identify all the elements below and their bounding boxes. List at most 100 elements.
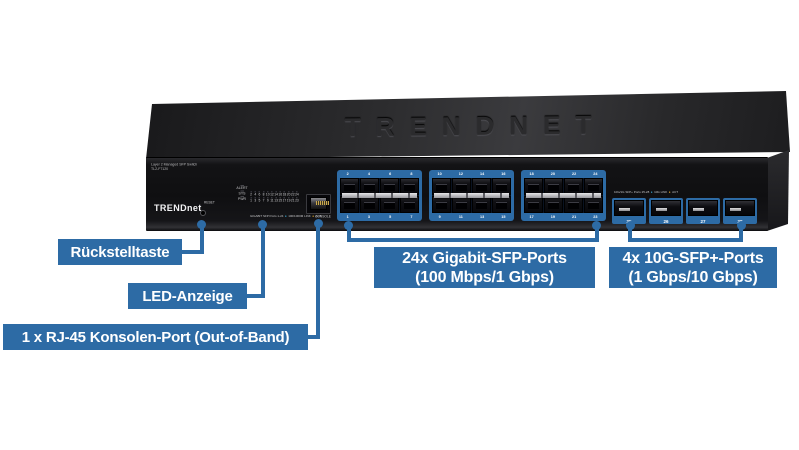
callout-dot-sfpplus-right: [737, 221, 746, 230]
port-led-icon: [283, 191, 286, 193]
sfp-plus-cage: [651, 200, 681, 216]
port-led-icon: [250, 191, 252, 193]
port-number-label: 12: [270, 193, 274, 197]
port-led-icon: [275, 197, 277, 199]
model-text: Layer 2 Managed SFP Switch TL2-F7120: [151, 163, 291, 180]
model-line1: Layer 2 Managed SFP Switch: [151, 163, 198, 167]
callout-sfpplus-line1: 4x 10G-SFP+-Ports: [622, 249, 764, 267]
brand-logo: TRENDnet: [154, 203, 202, 213]
port-led-icon: [291, 197, 294, 199]
sfp-plus-port-row: 25262728: [612, 198, 757, 224]
sfp-port-cage: [544, 196, 563, 213]
port-number-label: 23: [295, 199, 299, 203]
callout-line-console-h: [306, 335, 320, 339]
port-number-label: 12: [458, 171, 463, 177]
port-number-label: 2: [250, 193, 252, 197]
port-number-label: 4: [254, 193, 257, 197]
port-number-label: 16: [278, 193, 283, 197]
sfp-plus-port: 26: [649, 198, 683, 224]
port-led-icon: [279, 197, 281, 199]
sfp-port-cage: [584, 196, 603, 213]
callout-line-led-h: [246, 294, 265, 298]
port-number-label: 9: [438, 214, 441, 220]
callout-sfpplus-line2: (1 Gbps/10 Gbps): [628, 268, 758, 286]
port-number-label: 10: [437, 171, 442, 177]
caption-text: GIGABIT SFP Ports 1-24: [250, 215, 284, 218]
port-led-icon: [287, 197, 290, 199]
callout-sfp-line1: 24x Gigabit-SFP-Ports: [402, 249, 567, 267]
port-number-label: 4: [367, 171, 370, 177]
sfp-latch-bar-icon: [730, 208, 741, 211]
switch-side-face: [767, 150, 789, 231]
sfp-port-cage: [380, 178, 399, 195]
status-led-label: ALERT: [236, 186, 248, 191]
led-legend-dot-icon: ●: [668, 191, 671, 194]
callout-dot-sfpplus-left: [626, 221, 635, 230]
switch-front-panel: Layer 2 Managed SFP Switch TL2-F7120 TRE…: [146, 157, 768, 231]
port-number-label: 1: [250, 199, 252, 203]
rj45-jack: [310, 197, 329, 210]
port-number-label: 21: [572, 214, 577, 220]
port-number-label: 8: [262, 193, 265, 197]
port-number-label: 15: [278, 199, 283, 203]
port-number-label: 22: [572, 171, 577, 177]
caption-text: 100/1000M LINK: [288, 215, 311, 218]
callout-line-reset-h: [180, 250, 204, 254]
port-number-label: 21: [290, 199, 295, 203]
callout-dot-sfp-left: [344, 221, 353, 230]
callout-line-sfpplus-left: [628, 226, 632, 242]
port-number-label: 13: [480, 214, 485, 220]
port-led-icon: [254, 191, 256, 193]
callout-line-sfp-right: [595, 226, 599, 242]
caption-text: 10G/1G SFP+ Ports 25-28: [614, 191, 650, 194]
status-led-row: ALERT: [234, 185, 250, 190]
callout-dot-led: [258, 220, 267, 229]
sfp-latch-bar: [342, 193, 417, 198]
port-number-label: 15: [501, 214, 506, 220]
console-port: [306, 194, 331, 214]
sfp-port-cage: [380, 196, 399, 213]
sfp-port-cage: [452, 196, 471, 213]
callout-dot-reset: [197, 220, 206, 229]
port-led-icon: [271, 191, 273, 193]
port-number-label: 19: [550, 214, 555, 220]
sfp-bank-bottom-numbers: 9 11 13 15: [429, 213, 514, 221]
port-led-icon: [250, 197, 252, 199]
port-number-label: 11: [458, 214, 463, 220]
port-number-label: 26: [663, 218, 669, 224]
callout-led-label: LED-Anzeige: [128, 283, 247, 309]
port-number-label: 20: [286, 193, 291, 197]
port-number-label: 19: [286, 199, 291, 203]
caption-text: ACT: [672, 191, 679, 194]
port-number-label: 17: [529, 214, 534, 220]
status-led-label: PWR: [237, 197, 247, 202]
callout-line-sfp-h: [347, 238, 599, 242]
status-led-icon: [240, 185, 244, 186]
sfp-plus-cage: [614, 200, 644, 216]
callout-dot-sfp-right: [592, 221, 601, 230]
callout-line-sfp-left: [347, 226, 351, 242]
embossed-brand-logo: TRENDNET: [344, 109, 607, 143]
rj45-pins: [316, 201, 329, 205]
port-number-label: 27: [700, 218, 706, 224]
model-line2: TL2-F7120: [151, 167, 169, 171]
sfp-plus-port: 27: [686, 198, 720, 224]
callout-sfpplus-label: 4x 10G-SFP+-Ports (1 Gbps/10 Gbps): [609, 247, 777, 288]
port-number-label: 18: [529, 171, 534, 177]
port-led-icon: [271, 197, 273, 199]
callout-reset-label: Rückstelltaste: [58, 239, 182, 265]
switch-top-face: TRENDNET: [146, 91, 790, 159]
port-led-icon: [275, 191, 277, 193]
port-number-label: 8: [410, 171, 413, 177]
sfp-plus-caption: 10G/1G SFP+ Ports 25-28●10G LINK●ACT: [614, 191, 764, 197]
